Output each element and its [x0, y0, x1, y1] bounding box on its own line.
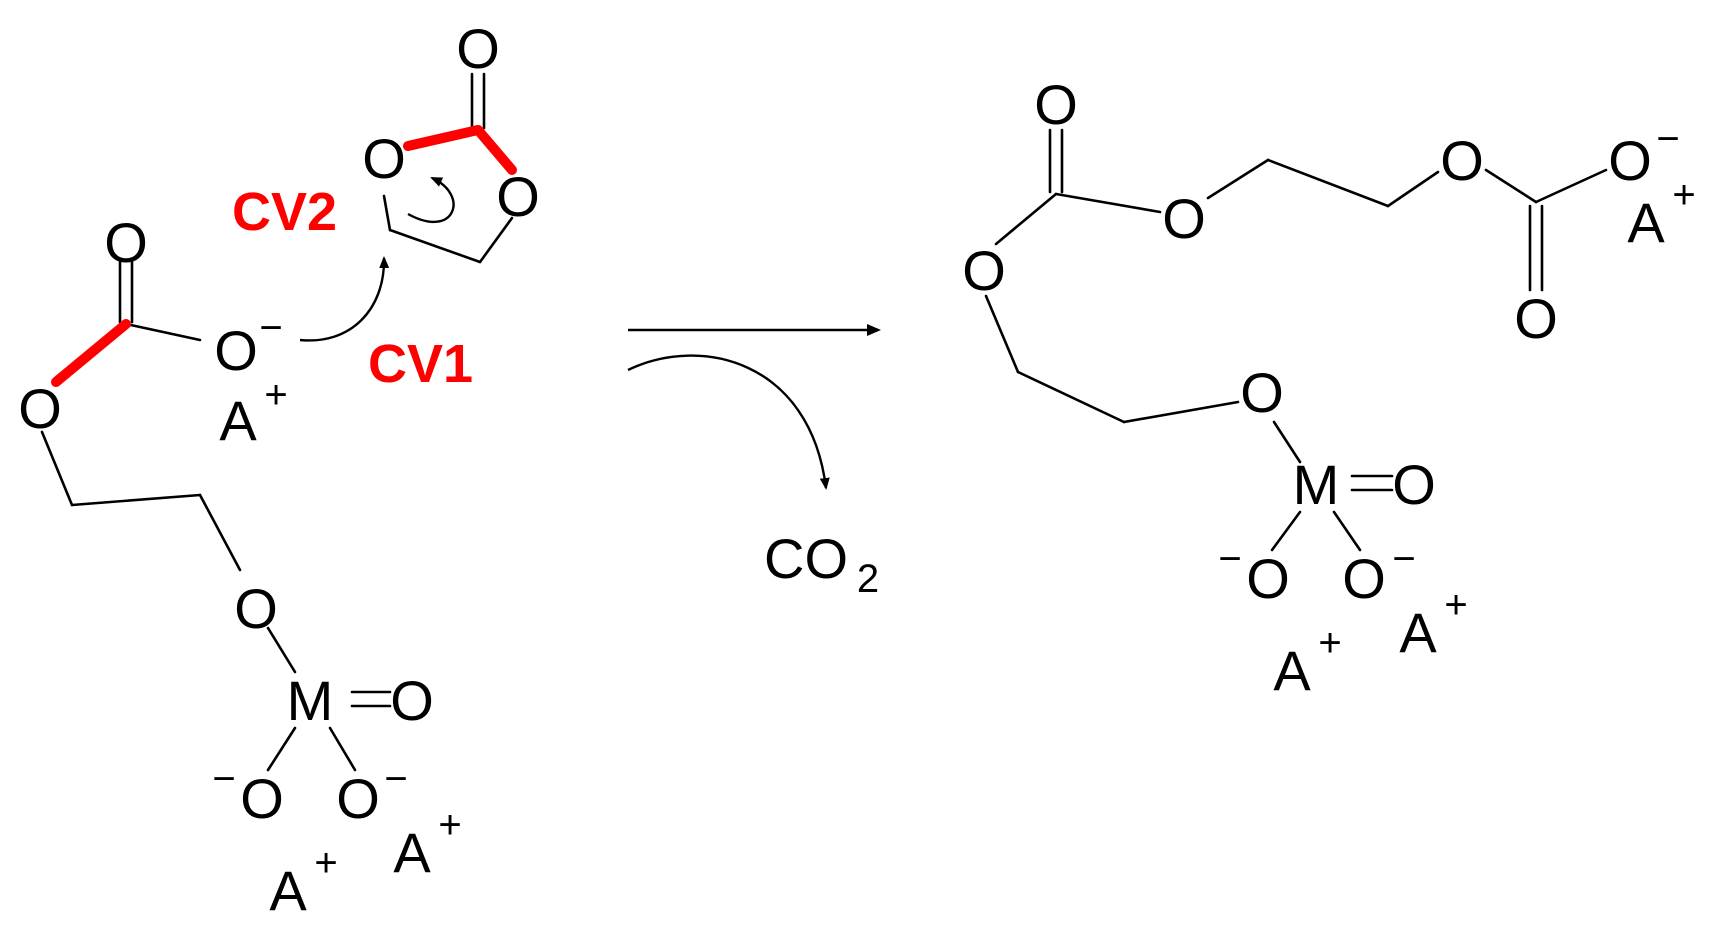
co2-release-arrow	[627, 354, 830, 490]
p-bond-ch2-o-top	[1386, 170, 1440, 208]
atom-o-alkoxide: O	[214, 319, 258, 382]
cation-plus-top: +	[264, 373, 287, 417]
p-atom-o-metalate: O	[1240, 361, 1284, 424]
bond-ch2-o	[198, 493, 242, 572]
p-bond-m-o-right	[1332, 510, 1362, 552]
p-bond-o-m	[1272, 420, 1302, 464]
atom-o-anion-right: O	[336, 767, 380, 830]
bond-o-m	[266, 626, 297, 674]
p-charge-minus-top: −	[1656, 117, 1679, 161]
p-atom-o-carbonyl: O	[1034, 73, 1078, 136]
p-charge-minus-left: −	[1218, 537, 1241, 581]
p-atom-o-ester-left: O	[962, 239, 1006, 302]
p-cation-plus-bottom-right: +	[1444, 583, 1467, 627]
cation-a-bottom-right: A	[393, 821, 431, 884]
p-bond-c-o-anion	[1534, 168, 1608, 204]
highlight-bond-ring	[473, 125, 517, 175]
p-atom-o-anion-left: O	[1246, 547, 1290, 610]
ring-opening-arrow	[407, 176, 455, 223]
p-cation-plus-bottom-left: +	[1318, 621, 1341, 665]
charge-minus-right: −	[384, 757, 407, 801]
attack-arrow-cv1	[299, 256, 390, 342]
p-atom-o-carbonate: O	[1440, 129, 1484, 192]
cv2-label: CV2	[232, 182, 337, 242]
cation-a-bottom-left: A	[269, 859, 307, 922]
p-bond-c-o-right	[1054, 192, 1162, 214]
p-cation-plus-top: +	[1672, 173, 1695, 217]
p-cation-a-top: A	[1627, 191, 1665, 254]
bond-carbonyl-to-alkoxide	[124, 322, 202, 342]
atom-o-ring-right: O	[496, 165, 540, 228]
cation-plus-bottom-left: +	[314, 841, 337, 885]
atom-o-anion-left: O	[240, 767, 284, 830]
atom-o-metalate: O	[234, 577, 278, 640]
p-atom-o-ester-right: O	[1162, 187, 1206, 250]
bond-o-ch2	[40, 430, 74, 507]
highlight-bond-cv2	[403, 125, 483, 151]
charge-minus-left: −	[212, 757, 235, 801]
bond-m-o-left	[266, 726, 297, 772]
p-bond-ch2-ch2-left	[1016, 370, 1126, 424]
atom-metal: M	[287, 669, 334, 732]
p-atom-o-anion-right: O	[1342, 547, 1386, 610]
p-atom-o-anion-top: O	[1608, 129, 1652, 192]
reaction-arrow-group: CO 2	[627, 324, 881, 601]
charge-minus-alkoxide: −	[259, 306, 282, 350]
atom-o-ring-left: O	[362, 127, 406, 190]
p-bond-c-o-left	[994, 192, 1058, 246]
co2-label: CO	[764, 527, 848, 590]
p-bond-m-o-left	[1270, 510, 1302, 552]
p-atom-o-carbonate-double: O	[1514, 287, 1558, 350]
atom-o-carbonyl: O	[104, 211, 148, 274]
ring-ch2-o-left	[382, 194, 392, 232]
co2-subscript: 2	[857, 557, 879, 601]
p-atom-o-oxo: O	[1392, 453, 1436, 516]
bond-ch2-ch2	[70, 493, 202, 507]
p-bond-ch2-ch2-top	[1266, 158, 1390, 208]
product-group: O O O O O − O O M O O − O − A + A + A +	[962, 73, 1695, 702]
p-cation-a-bottom-left: A	[1273, 639, 1311, 702]
p-bond-ch2-o-left	[1122, 400, 1240, 424]
p-cation-a-bottom-right: A	[1399, 601, 1437, 664]
atom-o-ring-exo: O	[456, 17, 500, 80]
p-bond-o-ch2-left	[984, 294, 1020, 374]
p-bond-o-ch2-top	[1206, 158, 1270, 200]
p-atom-metal: M	[1293, 453, 1340, 516]
ring-ch2-ch2	[388, 228, 482, 264]
ring-o-ch2-right	[478, 216, 514, 264]
p-charge-minus-right: −	[1392, 537, 1415, 581]
cv1-label: CV1	[368, 334, 473, 394]
p-bond-o-c-carbonate	[1484, 168, 1538, 204]
reactant-group: O O − O O M O O − O − O O O A + A + A + …	[18, 17, 540, 922]
atom-o-oxo: O	[390, 669, 434, 732]
cation-a-top: A	[219, 389, 257, 452]
cation-plus-bottom-right: +	[438, 803, 461, 847]
highlight-bond-cv-left	[51, 319, 131, 387]
atom-o-ester: O	[18, 377, 62, 440]
bond-m-o-right	[328, 726, 357, 772]
